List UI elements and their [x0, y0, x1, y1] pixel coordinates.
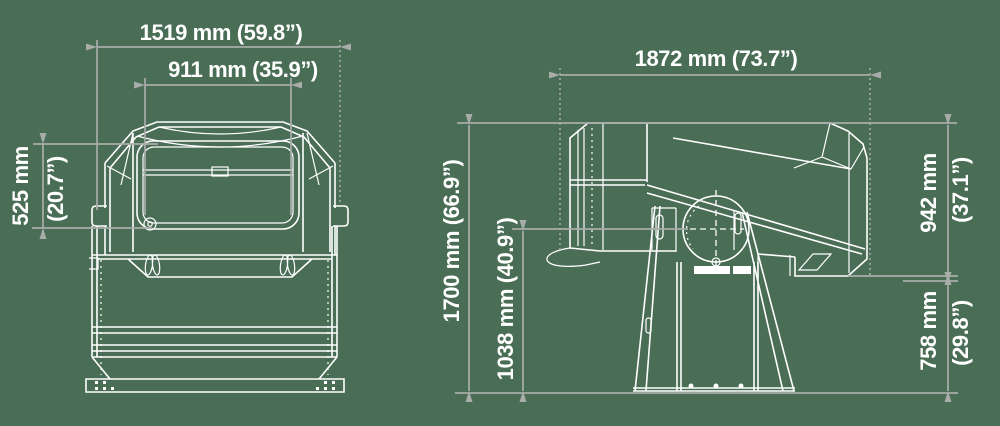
side-nose-facets	[793, 122, 865, 273]
ext-line-525	[32, 143, 158, 229]
front-bolt-columns	[100, 260, 329, 375]
front-top-curves	[136, 126, 304, 148]
bolt-dot	[95, 381, 98, 384]
bolt-dot	[332, 381, 335, 384]
base-bolt	[713, 383, 719, 389]
label-aperture-height-inch: (20.7”)	[43, 156, 68, 222]
bolt-dot	[316, 387, 319, 390]
bolt-dot	[324, 381, 327, 384]
ext-line-1872	[559, 68, 871, 276]
front-left-tab	[91, 205, 107, 227]
front-corner-gussets	[106, 132, 334, 186]
nameplate-label	[694, 266, 730, 274]
front-shelf	[92, 254, 337, 278]
label-overall-length: 1872 mm (73.7”)	[635, 46, 798, 71]
front-legs	[144, 254, 296, 276]
dimension-lines	[32, 40, 958, 402]
front-base-bolts	[95, 381, 335, 390]
label-lower-height-inch: (29.8”)	[948, 300, 973, 366]
front-housing-outline	[104, 121, 336, 252]
front-bands	[92, 326, 337, 358]
pedestal-legs	[633, 205, 795, 392]
front-wiper-circle	[143, 217, 157, 231]
front-left-notch	[89, 257, 99, 270]
label-axis-height: 1038 mm (40.9”)	[493, 218, 518, 381]
front-window-outer-frame	[136, 140, 300, 230]
label-lower-height-mm: 758 mm	[916, 291, 941, 371]
bolt-dot	[111, 387, 114, 390]
base-bolt	[688, 383, 694, 389]
bolt-dot	[103, 387, 106, 390]
base-bolt	[738, 383, 744, 389]
pedestal-right-slot	[734, 212, 742, 235]
label-aperture-height-mm: 525 mm	[8, 146, 33, 226]
front-view	[85, 121, 349, 393]
bolt-dot	[324, 387, 327, 390]
front-right-tab	[333, 205, 349, 227]
label-aperture-width: 911 mm (35.9”)	[168, 57, 318, 82]
pedestal-leg-slot	[645, 317, 652, 334]
front-base	[85, 356, 345, 393]
front-window-band	[143, 169, 293, 176]
side-view	[546, 122, 868, 392]
ext-line-911	[144, 78, 292, 215]
dimension-labels: 1519 mm (59.8”) 911 mm (35.9”) 525 mm (2…	[8, 20, 973, 380]
trunnion-bolt-arc	[685, 205, 700, 250]
label-upper-height-inch: (37.1”)	[948, 157, 973, 223]
pedestal-left-slot	[655, 214, 664, 240]
side-seams	[570, 123, 866, 255]
label-overall-width: 1519 mm (59.8”)	[140, 20, 303, 45]
front-leg-hook	[151, 254, 161, 276]
front-leg-hook	[286, 254, 296, 276]
label-overall-height: 1700 mm (66.9”)	[439, 160, 464, 323]
side-left-bracket	[546, 247, 601, 267]
bolt-dot	[332, 387, 335, 390]
nameplate-label	[733, 266, 751, 274]
front-wiper-hub	[147, 221, 153, 227]
ext-line-942-758	[848, 275, 958, 282]
bolt-dot	[103, 381, 106, 384]
front-window-inner-frame	[142, 146, 294, 224]
front-window-clip	[211, 166, 229, 177]
side-left-panels	[577, 124, 604, 250]
front-lower-body-sides	[91, 226, 338, 357]
side-vent	[797, 253, 833, 271]
label-upper-height-mm: 942 mm	[916, 153, 941, 233]
bolt-dot	[95, 387, 98, 390]
